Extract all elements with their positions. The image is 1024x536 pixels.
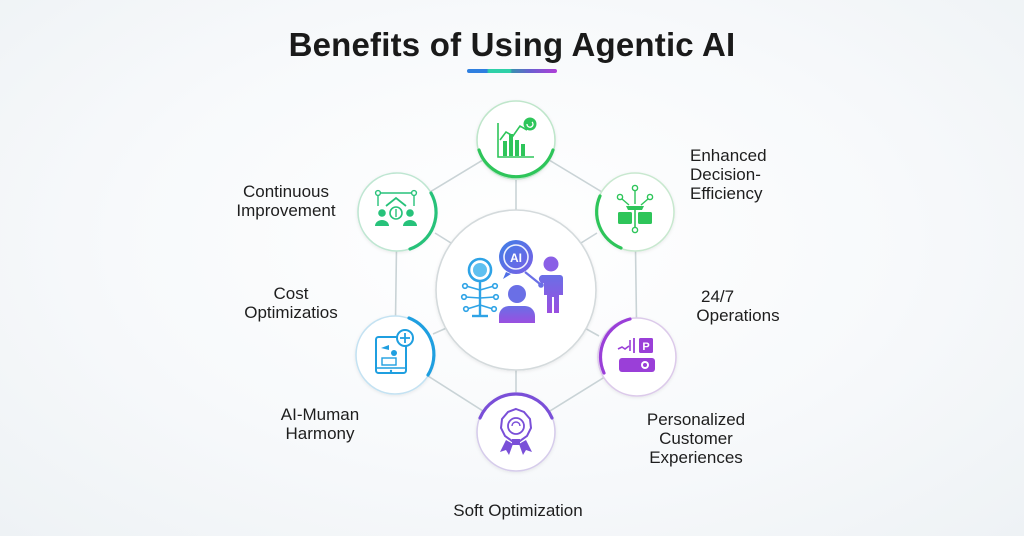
- ai-people-collaboration-icon: AI: [460, 240, 563, 323]
- label-line: Soft Optimization: [453, 501, 583, 520]
- label-enhanced-decision-efficiency: Enhanced Decision- Efficiency: [690, 146, 767, 203]
- label-line: Enhanced: [690, 146, 767, 165]
- label-cost-optimization: Cost Optimizatios: [232, 284, 350, 322]
- hub-node: AI: [435, 209, 597, 371]
- decision-network-icon: [616, 184, 654, 234]
- benefit-node-continuous-improvement[interactable]: [357, 172, 438, 252]
- svg-text:P: P: [642, 341, 649, 353]
- benefit-node-cost-optimization[interactable]: [355, 315, 436, 395]
- label-line: Experiences: [649, 448, 743, 467]
- benefit-node-24-7-operations[interactable]: P: [597, 317, 677, 397]
- title-underline: [467, 69, 557, 73]
- page-title: Benefits of Using Agentic AI: [288, 26, 736, 63]
- label-line: Efficiency: [690, 184, 763, 203]
- label-continuous-improvement: Continuous Improvement: [230, 182, 342, 220]
- label-line: 24/7: [701, 287, 735, 306]
- benefit-node-top[interactable]: [476, 100, 556, 180]
- label-personalized-customer-experiences: Personalized Customer Experiences: [636, 410, 756, 467]
- label-line: Customer: [659, 429, 733, 448]
- label-line: Harmony: [285, 424, 355, 443]
- tablet-cost-icon: [375, 329, 414, 374]
- label-line: Personalized: [646, 410, 746, 429]
- award-badge-icon: [499, 407, 533, 455]
- label-line: Cost: [273, 284, 309, 303]
- label-ai-human-harmony: AI-Muman Harmony: [270, 405, 370, 443]
- label-line: Continuous: [242, 182, 329, 201]
- svg-text:AI: AI: [510, 251, 522, 265]
- benefit-node-ai-human-harmony[interactable]: [476, 392, 556, 472]
- label-line: Decision-: [690, 165, 761, 184]
- benefit-node-enhanced-decision-efficiency[interactable]: [595, 172, 675, 252]
- parking-card-icon: P: [617, 338, 655, 372]
- label-line: Operations: [696, 306, 780, 325]
- label-line: Improvement: [236, 201, 336, 220]
- label-soft-optimization: Soft Optimization: [430, 501, 606, 520]
- label-24-7-operations: 24/7 Operations: [688, 287, 788, 325]
- team-improvement-icon: [374, 189, 418, 226]
- growth-chart-icon: [497, 117, 537, 158]
- label-line: AI-Muman: [280, 405, 360, 424]
- label-line: Optimizatios: [244, 303, 338, 322]
